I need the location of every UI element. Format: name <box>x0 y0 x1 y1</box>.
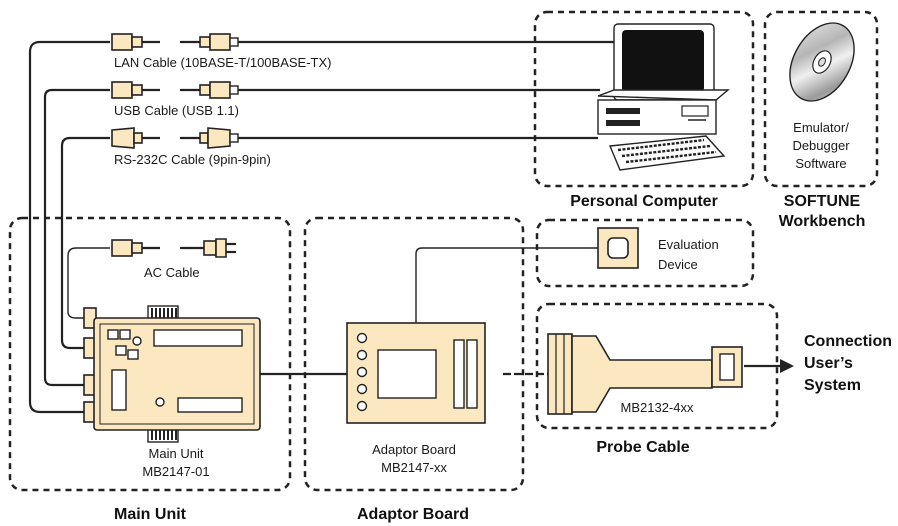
evaluation-device-label-line2: Device <box>658 257 698 272</box>
evaluation-device-label-line1: Evaluation <box>658 237 719 252</box>
probe-cable-caption: Probe Cable <box>596 439 689 456</box>
personal-computer-group <box>533 10 755 188</box>
main-unit-caption: Main Unit <box>114 506 187 523</box>
main-unit-label-line1: Main Unit <box>149 446 204 461</box>
adaptor-board-label-line2: MB2147-xx <box>381 460 447 475</box>
lan-cable-icon <box>111 33 239 51</box>
connection-arrow-head <box>780 359 794 373</box>
softune-caption-line1: SOFTUNE <box>784 193 861 210</box>
main-unit-label-line2: MB2147-01 <box>142 464 209 479</box>
connection-label-line2: User’s <box>804 355 853 372</box>
computer-icon <box>597 23 730 171</box>
software-label-line3: Software <box>795 156 846 171</box>
lan-cable-label: LAN Cable (10BASE-T/100BASE-TX) <box>114 55 331 70</box>
main-unit-icon <box>83 305 261 443</box>
ac-cable-label: AC Cable <box>144 265 200 280</box>
rs232c-cable-icon <box>111 127 239 149</box>
usb-cable-icon <box>111 81 239 99</box>
evaluation-device-icon <box>597 227 639 269</box>
probe-cable-icon <box>547 333 743 415</box>
evaluation-wire-top <box>415 247 598 255</box>
evaluation-device-group <box>535 218 755 288</box>
rs232c-cable-wire <box>60 136 110 350</box>
softune-workbench-group <box>763 10 879 188</box>
ac-cable-wire <box>67 247 110 319</box>
probe-cable-group <box>535 302 779 430</box>
softune-caption-line2: Workbench <box>779 213 866 230</box>
adaptor-board-label-line1: Adaptor Board <box>372 442 456 457</box>
lan-cable-wire <box>28 40 110 414</box>
ac-cable-icon <box>111 238 236 258</box>
connection-label-line3: System <box>804 377 861 394</box>
software-label-line1: Emulator/ <box>793 120 849 135</box>
probe-cable-model-label: MB2132-4xx <box>621 400 694 415</box>
cd-disc-icon <box>789 22 855 102</box>
rs232c-cable-label: RS-232C Cable (9pin-9pin) <box>114 152 271 167</box>
usb-cable-label: USB Cable (USB 1.1) <box>114 103 239 118</box>
main-unit-group <box>8 216 292 492</box>
connection-label-line1: Connection <box>804 333 892 350</box>
usb-cable-wire <box>43 88 110 387</box>
adaptor-board-icon <box>346 322 486 424</box>
personal-computer-caption: Personal Computer <box>570 193 718 210</box>
software-label-line2: Debugger <box>792 138 850 153</box>
adaptor-board-caption: Adaptor Board <box>357 506 469 523</box>
adaptor-board-group <box>303 216 525 492</box>
